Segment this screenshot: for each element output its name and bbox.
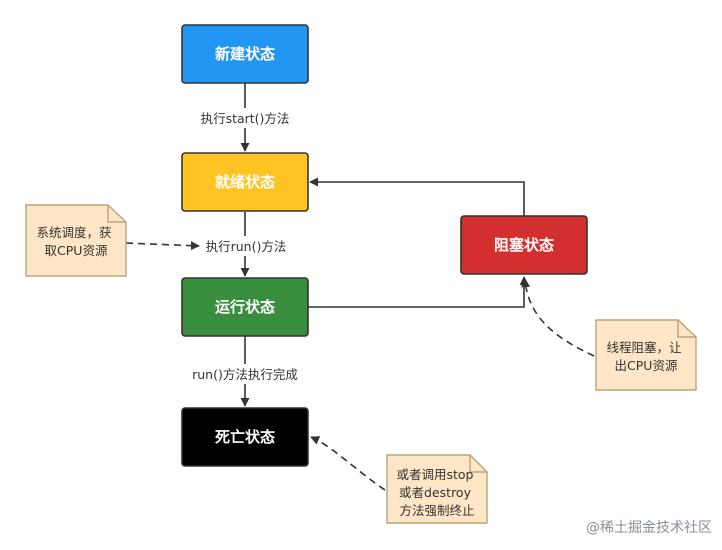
edge-stop-note xyxy=(310,436,386,491)
state-ready: 就绪状态 xyxy=(181,152,309,212)
note-stop: 或者调用stop 或者destroy 方法强制终止 xyxy=(386,454,488,524)
state-dead: 死亡状态 xyxy=(181,407,309,467)
svg-text:或者调用stop 或者destroy: 或者调用stop 或者destroy 方法强制终止 xyxy=(397,467,478,518)
state-blocked: 阻塞状态 xyxy=(460,215,588,275)
state-ready-label: 就绪状态 xyxy=(215,173,275,191)
state-new: 新建状态 xyxy=(181,24,309,84)
note-stop-line-1: 或者调用stop xyxy=(397,467,474,482)
note-schedule: 系统调度，获 取CPU资源 xyxy=(25,204,127,277)
label-running-to-dead: run()方法执行完成 xyxy=(192,367,298,382)
label-ready-to-running: 执行run()方法 xyxy=(206,239,287,254)
edge-running-to-blocked xyxy=(308,276,529,308)
label-new-to-ready: 执行start()方法 xyxy=(201,111,290,126)
edge-blocked-to-ready xyxy=(309,177,525,216)
note-stop-line-2: 或者destroy xyxy=(399,485,472,500)
svg-text:线程阻塞，让 出CPU资源: 线程阻塞，让 出CPU资源 xyxy=(607,340,686,373)
note-stop-line-3: 方法强制终止 xyxy=(399,503,474,518)
note-schedule-line-1: 系统调度，获 xyxy=(37,225,112,240)
edge-block-note xyxy=(521,278,595,357)
note-schedule-line-2: 取CPU资源 xyxy=(45,243,108,258)
edge-schedule-note xyxy=(125,241,200,251)
state-running-label: 运行状态 xyxy=(215,298,275,316)
svg-text:系统调度，获 取CPU资源: 系统调度，获 取CPU资源 xyxy=(37,225,116,258)
state-new-label: 新建状态 xyxy=(215,45,275,63)
note-block-line-2: 出CPU资源 xyxy=(615,358,678,373)
note-block: 线程阻塞，让 出CPU资源 xyxy=(595,319,697,391)
state-dead-label: 死亡状态 xyxy=(215,428,275,446)
watermark: @稀土掘金技术社区 xyxy=(586,520,712,536)
state-running: 运行状态 xyxy=(181,277,309,337)
note-block-line-1: 线程阻塞，让 xyxy=(607,340,682,355)
state-blocked-label: 阻塞状态 xyxy=(494,236,554,254)
